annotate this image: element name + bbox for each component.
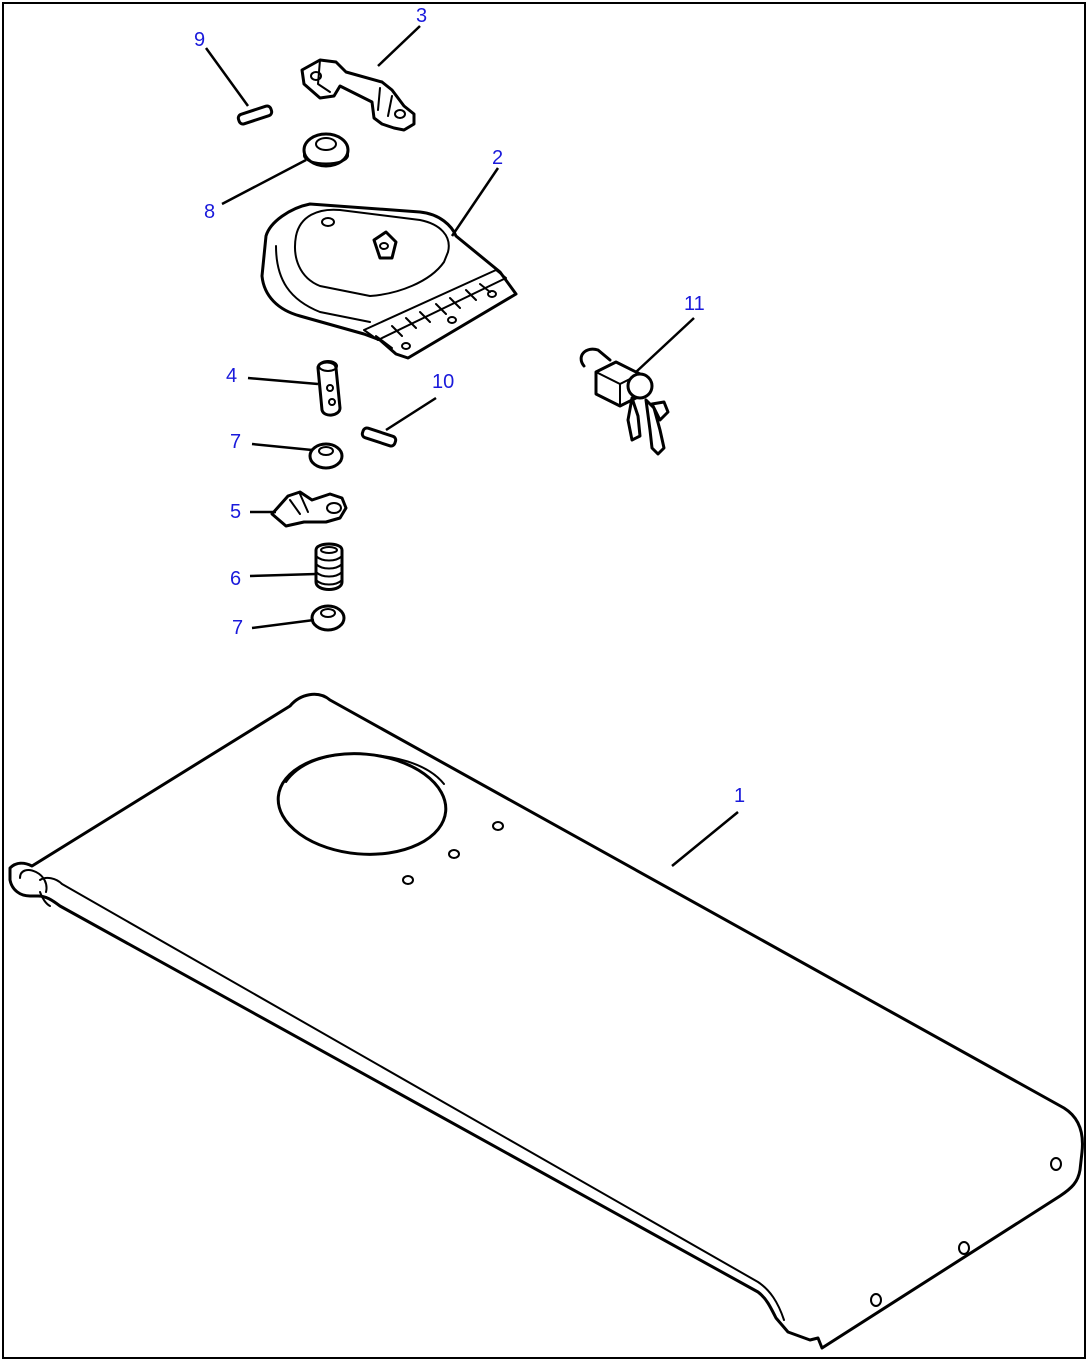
- callout-1: 1: [734, 785, 745, 807]
- callout-2: 2: [492, 147, 503, 169]
- part-hinge-pin: [316, 360, 342, 417]
- part-nut-7-upper: [308, 442, 344, 470]
- part-pin-9: [236, 104, 274, 126]
- callout-numbers: 1 2 3 4 5 6 7 7 8 9 10 11: [194, 5, 745, 807]
- part-pin-10: [360, 426, 398, 448]
- leader-10: [385, 396, 437, 432]
- part-latch-cam: [270, 490, 348, 528]
- part-padlock: [579, 347, 670, 456]
- leader-lines: [204, 25, 739, 867]
- callout-9: 9: [194, 29, 205, 51]
- part-hinged-cover: [260, 202, 518, 360]
- callout-6: 6: [230, 568, 241, 590]
- part-bracket: [300, 58, 416, 132]
- leader-6: [249, 572, 317, 578]
- callout-7-upper: 7: [230, 431, 241, 453]
- leader-2: [450, 167, 500, 237]
- leader-4: [247, 376, 319, 386]
- callout-3: 3: [416, 5, 427, 27]
- callout-11: 11: [684, 293, 705, 315]
- leader-3: [377, 25, 421, 67]
- callout-7-lower: 7: [232, 617, 243, 639]
- callout-10: 10: [432, 371, 454, 393]
- leader-7a: [251, 442, 313, 452]
- callout-8: 8: [204, 201, 215, 223]
- part-washer-8: [302, 132, 350, 168]
- leader-9: [204, 47, 250, 107]
- part-spring: [314, 542, 344, 591]
- callout-4: 4: [226, 365, 237, 387]
- leader-8: [221, 158, 307, 206]
- callout-5: 5: [230, 501, 241, 523]
- leader-1: [671, 811, 739, 867]
- part-cover-panel: [8, 692, 1084, 1350]
- part-nut-7-lower: [310, 604, 346, 632]
- leader-7b: [251, 618, 315, 630]
- leader-11: [635, 317, 695, 373]
